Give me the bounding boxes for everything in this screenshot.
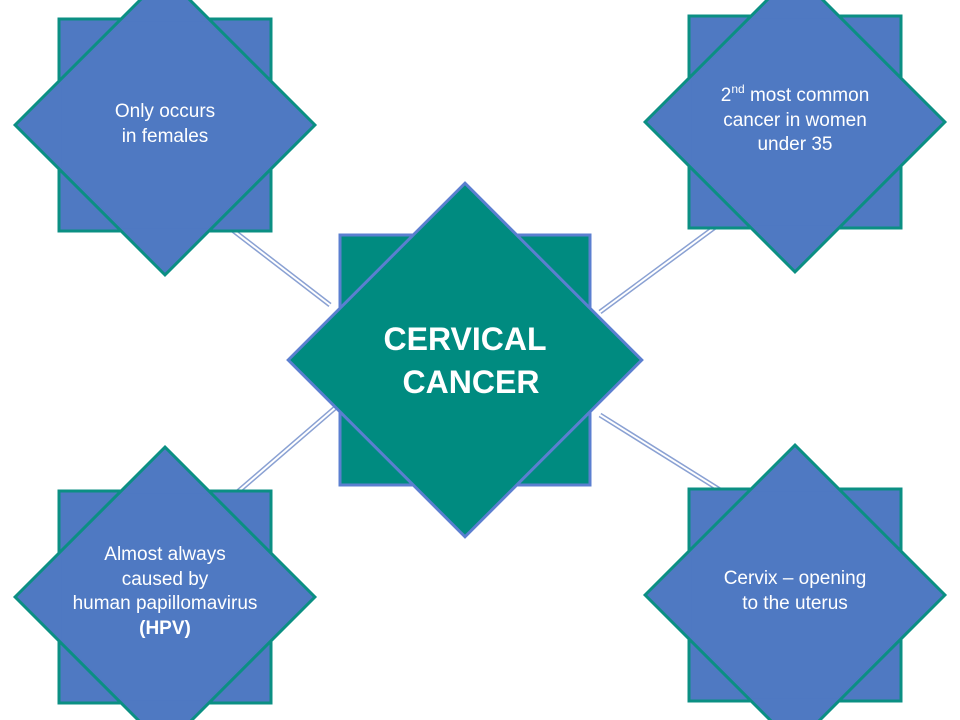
node-label-top-left: Only occurs in females bbox=[114, 101, 216, 147]
star-node-center bbox=[286, 181, 644, 539]
star-node-top-right bbox=[642, 0, 948, 275]
star-fill bbox=[342, 237, 588, 483]
star-node-bottom-left bbox=[12, 444, 318, 720]
node-label-top-right: 2nd most common cancer in women under 35 bbox=[720, 81, 870, 156]
star-node-bottom-right bbox=[642, 442, 948, 720]
node-label-bottom-right: Cervix – opening to the uterus bbox=[723, 568, 867, 614]
star-fill bbox=[61, 493, 269, 701]
node-label-bottom-left: Almost always caused by human papillomav… bbox=[72, 544, 258, 640]
star-fill bbox=[691, 491, 899, 699]
star-fill bbox=[61, 21, 269, 229]
star-fill bbox=[691, 18, 899, 226]
center-label: CERVICAL CANCER bbox=[383, 321, 547, 401]
star-node-top-left bbox=[12, 0, 318, 278]
